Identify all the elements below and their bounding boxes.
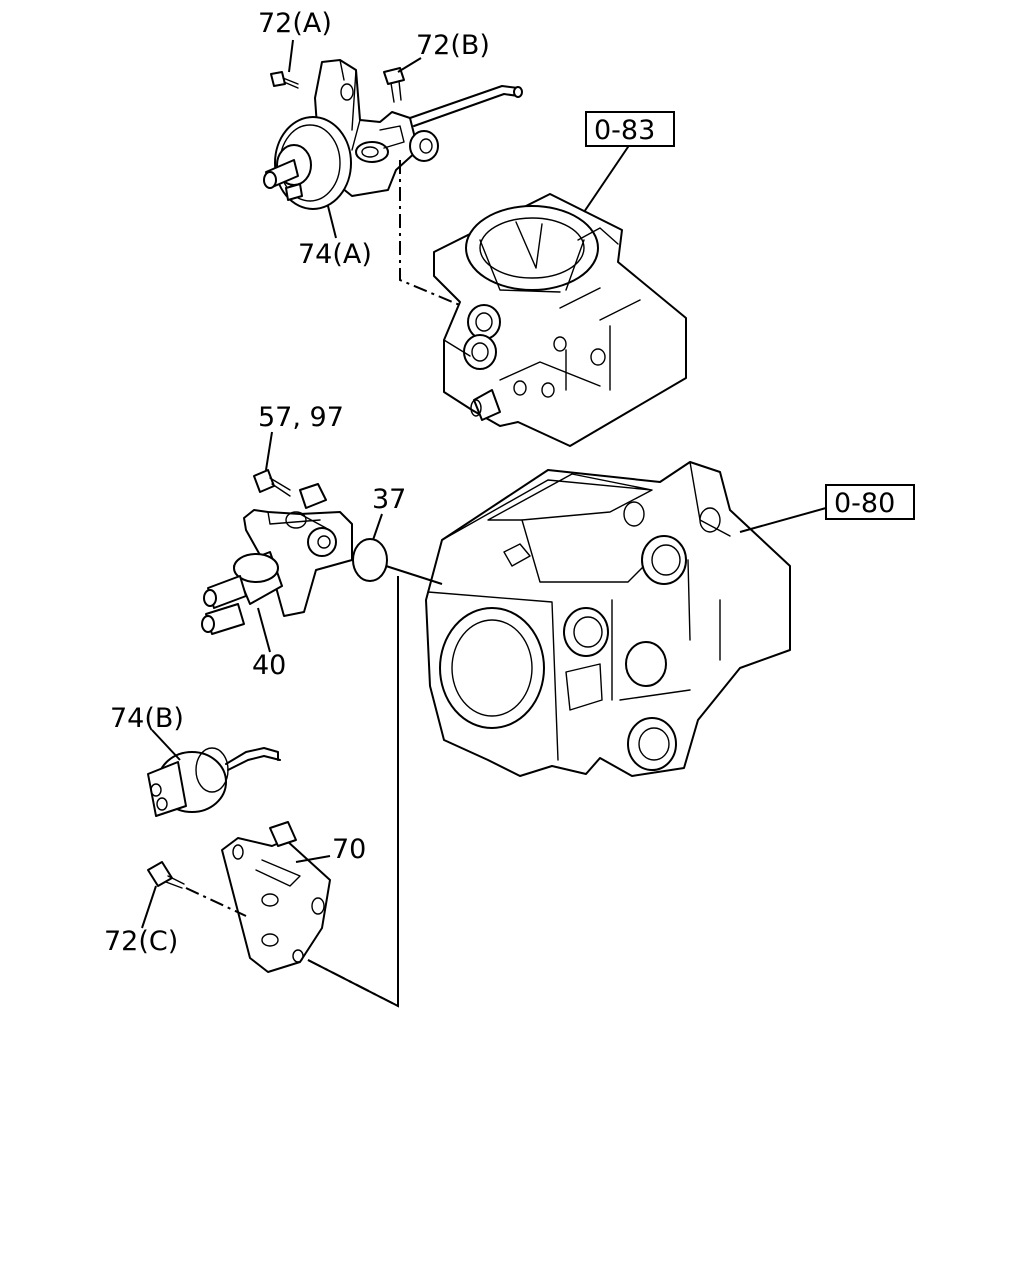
callout-labels: 72(A) 72(B) 74(A) 57, 97 37 40 74(B) 70 … (104, 8, 490, 957)
callout-57-97: 57, 97 (258, 402, 344, 433)
callout-72c: 72(C) (104, 926, 178, 957)
actuator-74a-assembly (263, 59, 523, 307)
actuator-74b-assembly (147, 747, 399, 1007)
callout-74b: 74(B) (110, 703, 184, 734)
callout-70: 70 (332, 834, 366, 865)
callout-72a: 72(A) (258, 8, 332, 39)
callout-37: 37 (372, 484, 406, 515)
reference-0-83: 0-83 (585, 111, 675, 147)
throttle-valve-body-0-80 (425, 461, 791, 777)
leader-lines (141, 39, 827, 929)
throttle-body-0-83 (433, 193, 687, 447)
reference-label-0-83: 0-83 (594, 115, 655, 146)
callout-40: 40 (252, 650, 286, 681)
reference-0-80: 0-80 (825, 484, 915, 520)
callout-72b: 72(B) (416, 30, 490, 61)
solenoid-valve-40-assembly (201, 469, 443, 1008)
reference-label-0-80: 0-80 (834, 488, 895, 519)
callout-74a: 74(A) (298, 239, 372, 270)
